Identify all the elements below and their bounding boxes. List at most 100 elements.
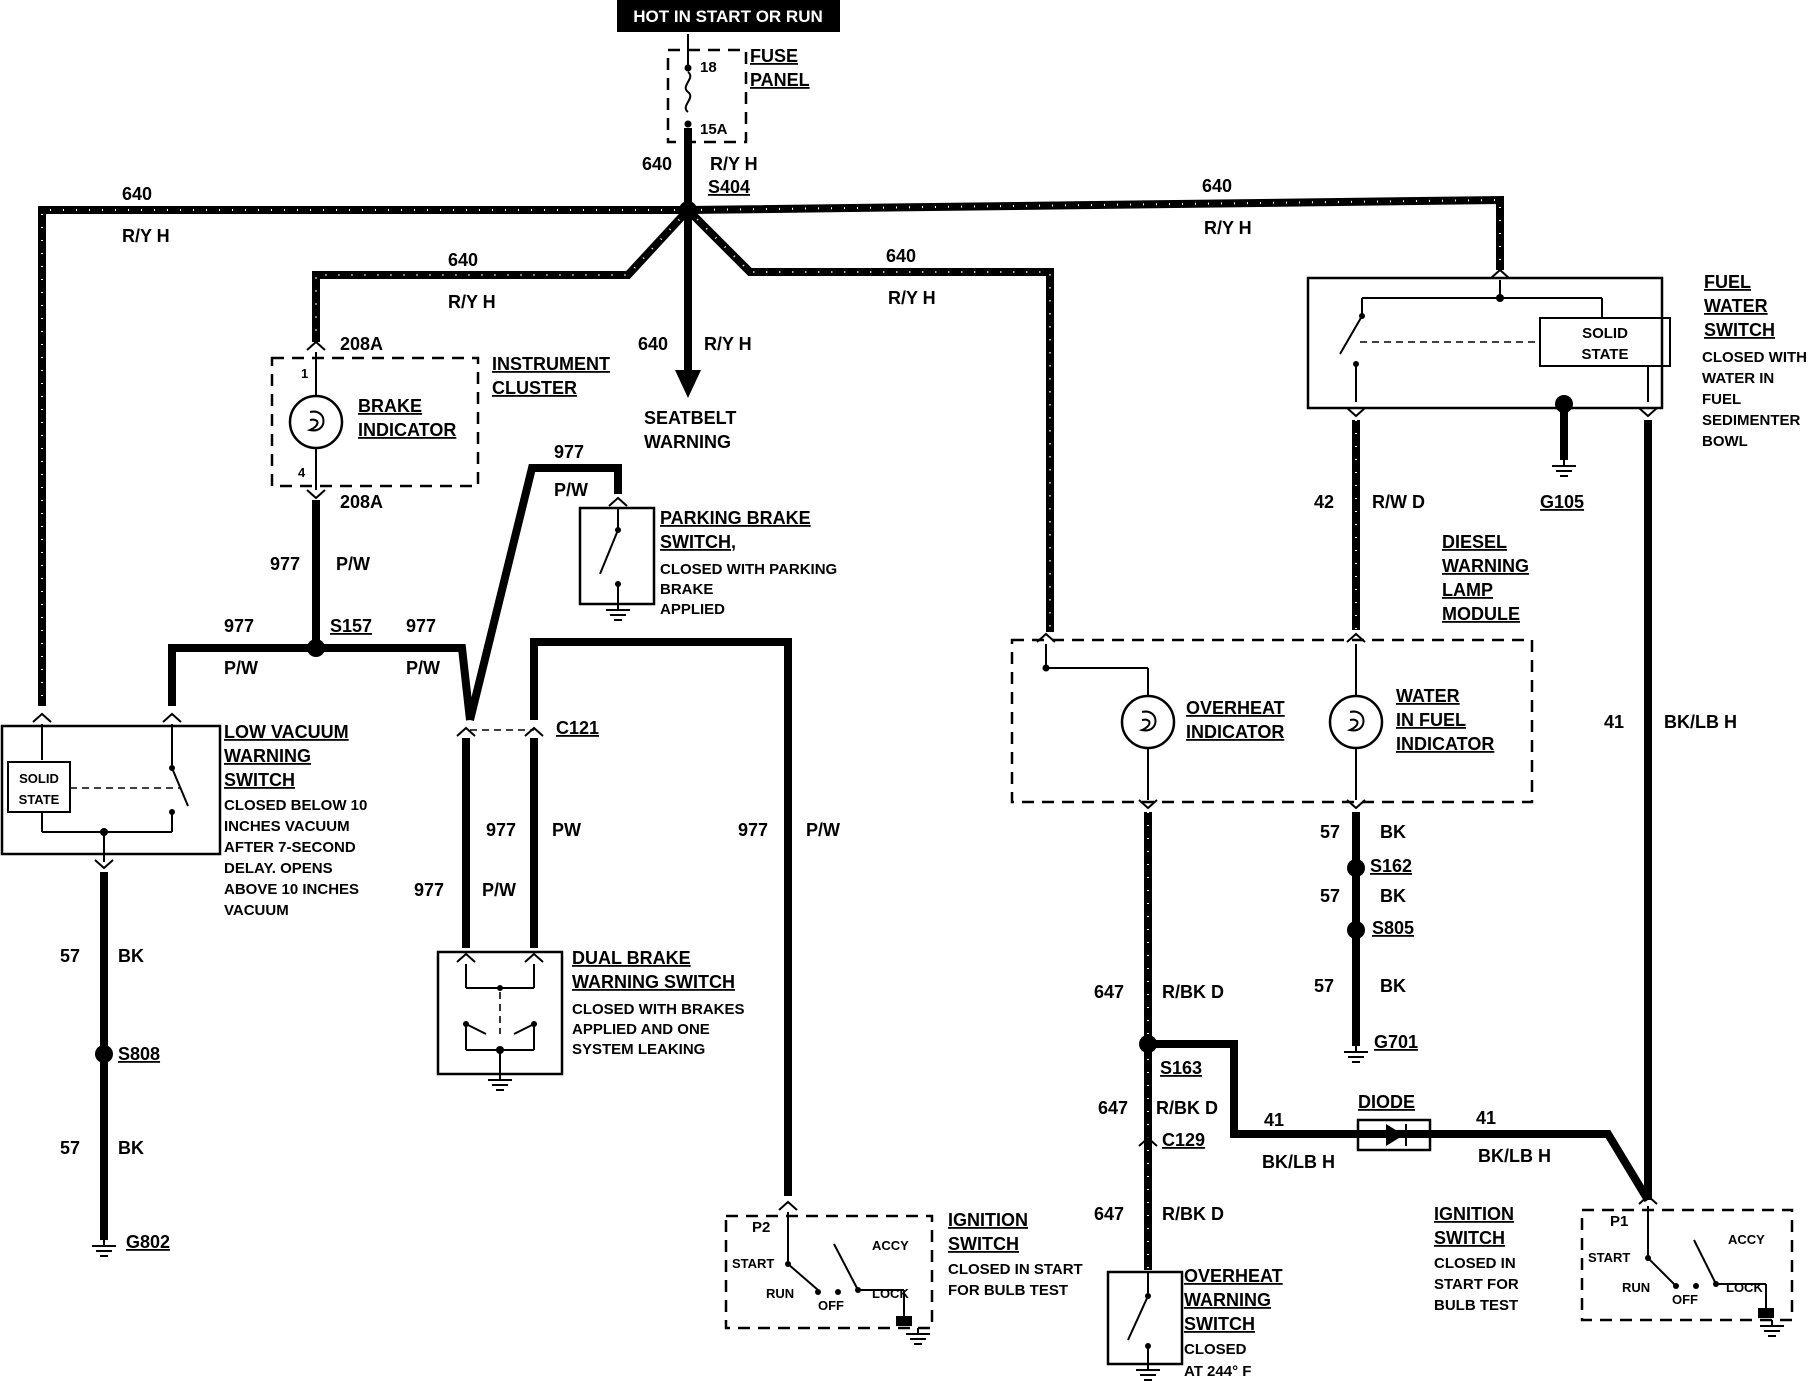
ignition-left-pin-p2: P2 xyxy=(752,1219,770,1236)
fuse-panel: 18 15A FUSE PANEL xyxy=(666,34,810,206)
ignition-right-desc-2: START FOR xyxy=(1434,1276,1519,1293)
parking-brake-switch xyxy=(578,497,656,621)
wire-640-module: 640 xyxy=(886,246,916,266)
wire-57-right-3: 57 xyxy=(1314,976,1334,996)
ignition-left-title-1: IGNITION xyxy=(948,1210,1028,1230)
ignition-right-desc-3: BULB TEST xyxy=(1434,1297,1518,1314)
wire-647 xyxy=(1138,812,1364,1270)
wire-color-42: R/W D xyxy=(1372,492,1425,512)
overheat-switch-title-2: WARNING xyxy=(1184,1290,1271,1310)
seatbelt-arrow-icon xyxy=(675,370,701,398)
wire-color-647-3: R/BK D xyxy=(1162,1204,1224,1224)
wire-color-parking: P/W xyxy=(554,480,588,500)
diesel-module-title-1: DIESEL xyxy=(1442,532,1507,552)
fuse-number: 18 xyxy=(700,59,717,76)
wire-color-cluster-977: P/W xyxy=(336,554,370,574)
diesel-module-title-4: MODULE xyxy=(1442,604,1520,624)
fuel-water-desc-5: BOWL xyxy=(1702,433,1748,450)
splice-s157-dot xyxy=(307,639,325,657)
wire-41-diode-left: 41 xyxy=(1264,1110,1284,1130)
low-vacuum-desc-1: CLOSED BELOW 10 xyxy=(224,797,367,814)
solid-state-label-1: SOLID xyxy=(19,771,59,786)
splice-s808-dot xyxy=(95,1045,113,1063)
ignition-right-off: OFF xyxy=(1672,1292,1698,1307)
ground-g701: G701 xyxy=(1374,1032,1418,1052)
seatbelt-warning-1: SEATBELT xyxy=(644,408,736,428)
ignition-right-desc-1: CLOSED IN xyxy=(1434,1255,1516,1272)
ignition-left-off: OFF xyxy=(818,1298,844,1313)
low-vacuum-title-1: LOW VACUUM xyxy=(224,722,349,742)
dual-brake-title-1: DUAL BRAKE xyxy=(572,948,691,968)
dual-brake-title-2: WARNING SWITCH xyxy=(572,972,735,992)
wire-647-label-1: 647 xyxy=(1094,982,1124,1002)
connector-208a-bottom: 208A xyxy=(340,492,383,512)
wire-color-diode-left: BK/LB H xyxy=(1262,1152,1335,1172)
ignition-right-accy: ACCY xyxy=(1728,1232,1765,1247)
wire-color-s157-right: P/W xyxy=(406,658,440,678)
wire-977-c121: 977 xyxy=(486,820,516,840)
wire-57-right-2: 57 xyxy=(1320,886,1340,906)
water-in-fuel-label-2: IN FUEL xyxy=(1396,710,1466,730)
ignition-left-start: START xyxy=(732,1256,774,1271)
low-vacuum-desc-3: AFTER 7-SECOND xyxy=(224,839,356,856)
wire-color-diode-right: BK/LB H xyxy=(1478,1146,1551,1166)
pin-1: 1 xyxy=(301,366,308,381)
water-in-fuel-label-3: INDICATOR xyxy=(1396,734,1494,754)
fuse-rating: 15A xyxy=(700,121,728,138)
ignition-right-pin-p1: P1 xyxy=(1610,1213,1628,1230)
wire-color-57-right-1: BK xyxy=(1380,822,1406,842)
wire-41-diode-right: 41 xyxy=(1476,1108,1496,1128)
wire-977-dual: 977 xyxy=(414,880,444,900)
brake-indicator-bulb-icon xyxy=(288,394,344,450)
fuel-water-desc-1: CLOSED WITH xyxy=(1702,349,1807,366)
wire-977-s157-right: 977 xyxy=(406,616,436,636)
wire-color-top: R/Y H xyxy=(710,154,758,174)
wire-977-s157-left: 977 xyxy=(224,616,254,636)
ignition-switch-left xyxy=(724,1201,934,1345)
overheat-switch-title-1: OVERHEAT xyxy=(1184,1266,1283,1286)
fuel-water-solid-2: STATE xyxy=(1582,346,1629,363)
fuel-water-solid-1: SOLID xyxy=(1582,325,1628,342)
ignition-right-start: START xyxy=(1588,1250,1630,1265)
wire-42-label: 42 xyxy=(1314,492,1334,512)
ignition-left-desc-1: CLOSED IN START xyxy=(948,1261,1083,1278)
wire-color-647-1: R/BK D xyxy=(1162,982,1224,1002)
wire-41-right-label: 41 xyxy=(1604,712,1624,732)
ignition-right-lock: LOCK xyxy=(1726,1280,1763,1295)
parking-brake-desc-1: CLOSED WITH PARKING xyxy=(660,561,837,578)
wire-color-647-2: R/BK D xyxy=(1156,1098,1218,1118)
ignition-left-title-2: SWITCH xyxy=(948,1234,1019,1254)
fuel-water-desc-3: FUEL xyxy=(1702,391,1741,408)
wire-640-top: 640 xyxy=(642,154,672,174)
low-vacuum-desc-2: INCHES VACUUM xyxy=(224,818,350,835)
ignition-left-desc-2: FOR BULB TEST xyxy=(948,1282,1068,1299)
splice-s404-dot xyxy=(679,201,697,219)
diode xyxy=(1356,1118,1432,1152)
instrument-cluster-title-1: INSTRUMENT xyxy=(492,354,610,374)
parking-brake-title-2: SWITCH, xyxy=(660,532,736,552)
wire-color-cluster: R/Y H xyxy=(448,292,496,312)
overheat-switch-desc-2: AT 244° F xyxy=(1184,1363,1251,1380)
wire-color-57-right-2: BK xyxy=(1380,886,1406,906)
low-vacuum-title-3: SWITCH xyxy=(224,770,295,790)
fuse-panel-title-2: PANEL xyxy=(750,70,810,90)
diode-icon xyxy=(1386,1124,1404,1146)
overheat-switch-title-3: SWITCH xyxy=(1184,1314,1255,1334)
ignition-right-title-1: IGNITION xyxy=(1434,1204,1514,1224)
ignition-right-title-2: SWITCH xyxy=(1434,1228,1505,1248)
connector-c129: C129 xyxy=(1162,1130,1205,1150)
overheat-indicator-label-1: OVERHEAT xyxy=(1186,698,1285,718)
wire-color-57-right-3: BK xyxy=(1380,976,1406,996)
wire-977-cluster: 977 xyxy=(270,554,300,574)
wire-640-bus xyxy=(38,195,1504,706)
dual-brake-desc-2: APPLIED AND ONE xyxy=(572,1021,710,1038)
water-in-fuel-label-1: WATER xyxy=(1396,686,1460,706)
ground-g802: G802 xyxy=(126,1232,170,1252)
splice-s805: S805 xyxy=(1372,918,1414,938)
fuel-water-title-2: WATER xyxy=(1704,296,1768,316)
low-vacuum-title-2: WARNING xyxy=(224,746,311,766)
diode-label: DIODE xyxy=(1358,1092,1415,1112)
instrument-cluster-title-2: CLUSTER xyxy=(492,378,577,398)
overheat-indicator-bulb-icon xyxy=(1120,694,1176,750)
